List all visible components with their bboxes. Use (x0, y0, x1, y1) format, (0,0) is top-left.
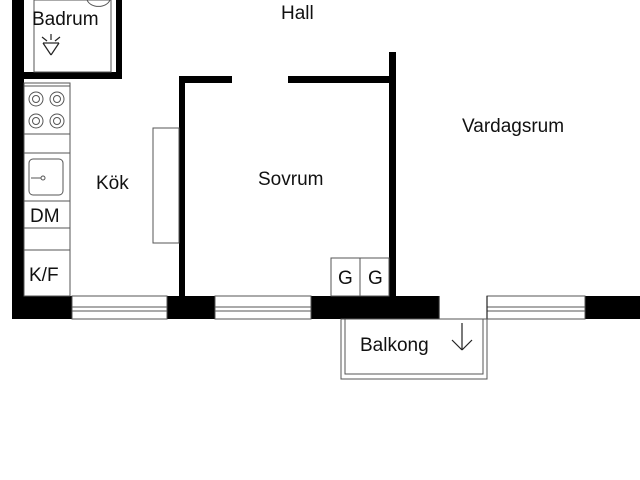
walls (12, 0, 640, 319)
wardrobes (330, 257, 390, 297)
fixture-label-wardrobe-1: G (338, 268, 353, 289)
wall-left-outer (12, 0, 24, 319)
wall-bedroom-top-right (288, 76, 395, 83)
balcony-inner (344, 318, 484, 375)
bathroom-fixtures (33, 0, 112, 73)
wall-bathroom-bottom (24, 72, 122, 79)
balcony (340, 318, 488, 380)
room-label-kok: Kök (96, 173, 129, 194)
wardrobe-2 (359, 257, 390, 297)
wall-bedroom-top-left (179, 76, 232, 83)
wall-bottom-bedroom-right (311, 296, 439, 319)
arrow-down-icon (451, 323, 473, 351)
room-label-balkong: Balkong (360, 335, 429, 356)
wall-bottom-kitchen (12, 296, 72, 319)
wall-bedroom-right (389, 52, 396, 298)
fixture-label-dishwasher: DM (30, 206, 60, 227)
windows (71, 295, 586, 320)
bathroom-inner (33, 0, 112, 73)
wall-bottom-mid (167, 296, 215, 319)
ceiling-lamp-icon (41, 34, 61, 56)
fixture-label-wardrobe-2: G (368, 268, 383, 289)
bathroom-fixture-round (86, 0, 111, 7)
room-label-hall: Hall (281, 3, 314, 24)
sink-icon (23, 152, 71, 202)
kitchen-shelf (152, 127, 180, 244)
stove-icon (23, 85, 71, 135)
wall-bottom-right (585, 296, 640, 319)
kitchen-fixtures (23, 82, 180, 297)
wall-bedroom-left (179, 76, 185, 298)
room-label-sovrum: Sovrum (258, 169, 323, 190)
room-label-badrum: Badrum (32, 9, 99, 30)
fixture-label-fridge-freezer: K/F (29, 265, 59, 286)
wall-bathroom-right (116, 0, 122, 79)
room-label-vardagsrum: Vardagsrum (462, 116, 564, 137)
